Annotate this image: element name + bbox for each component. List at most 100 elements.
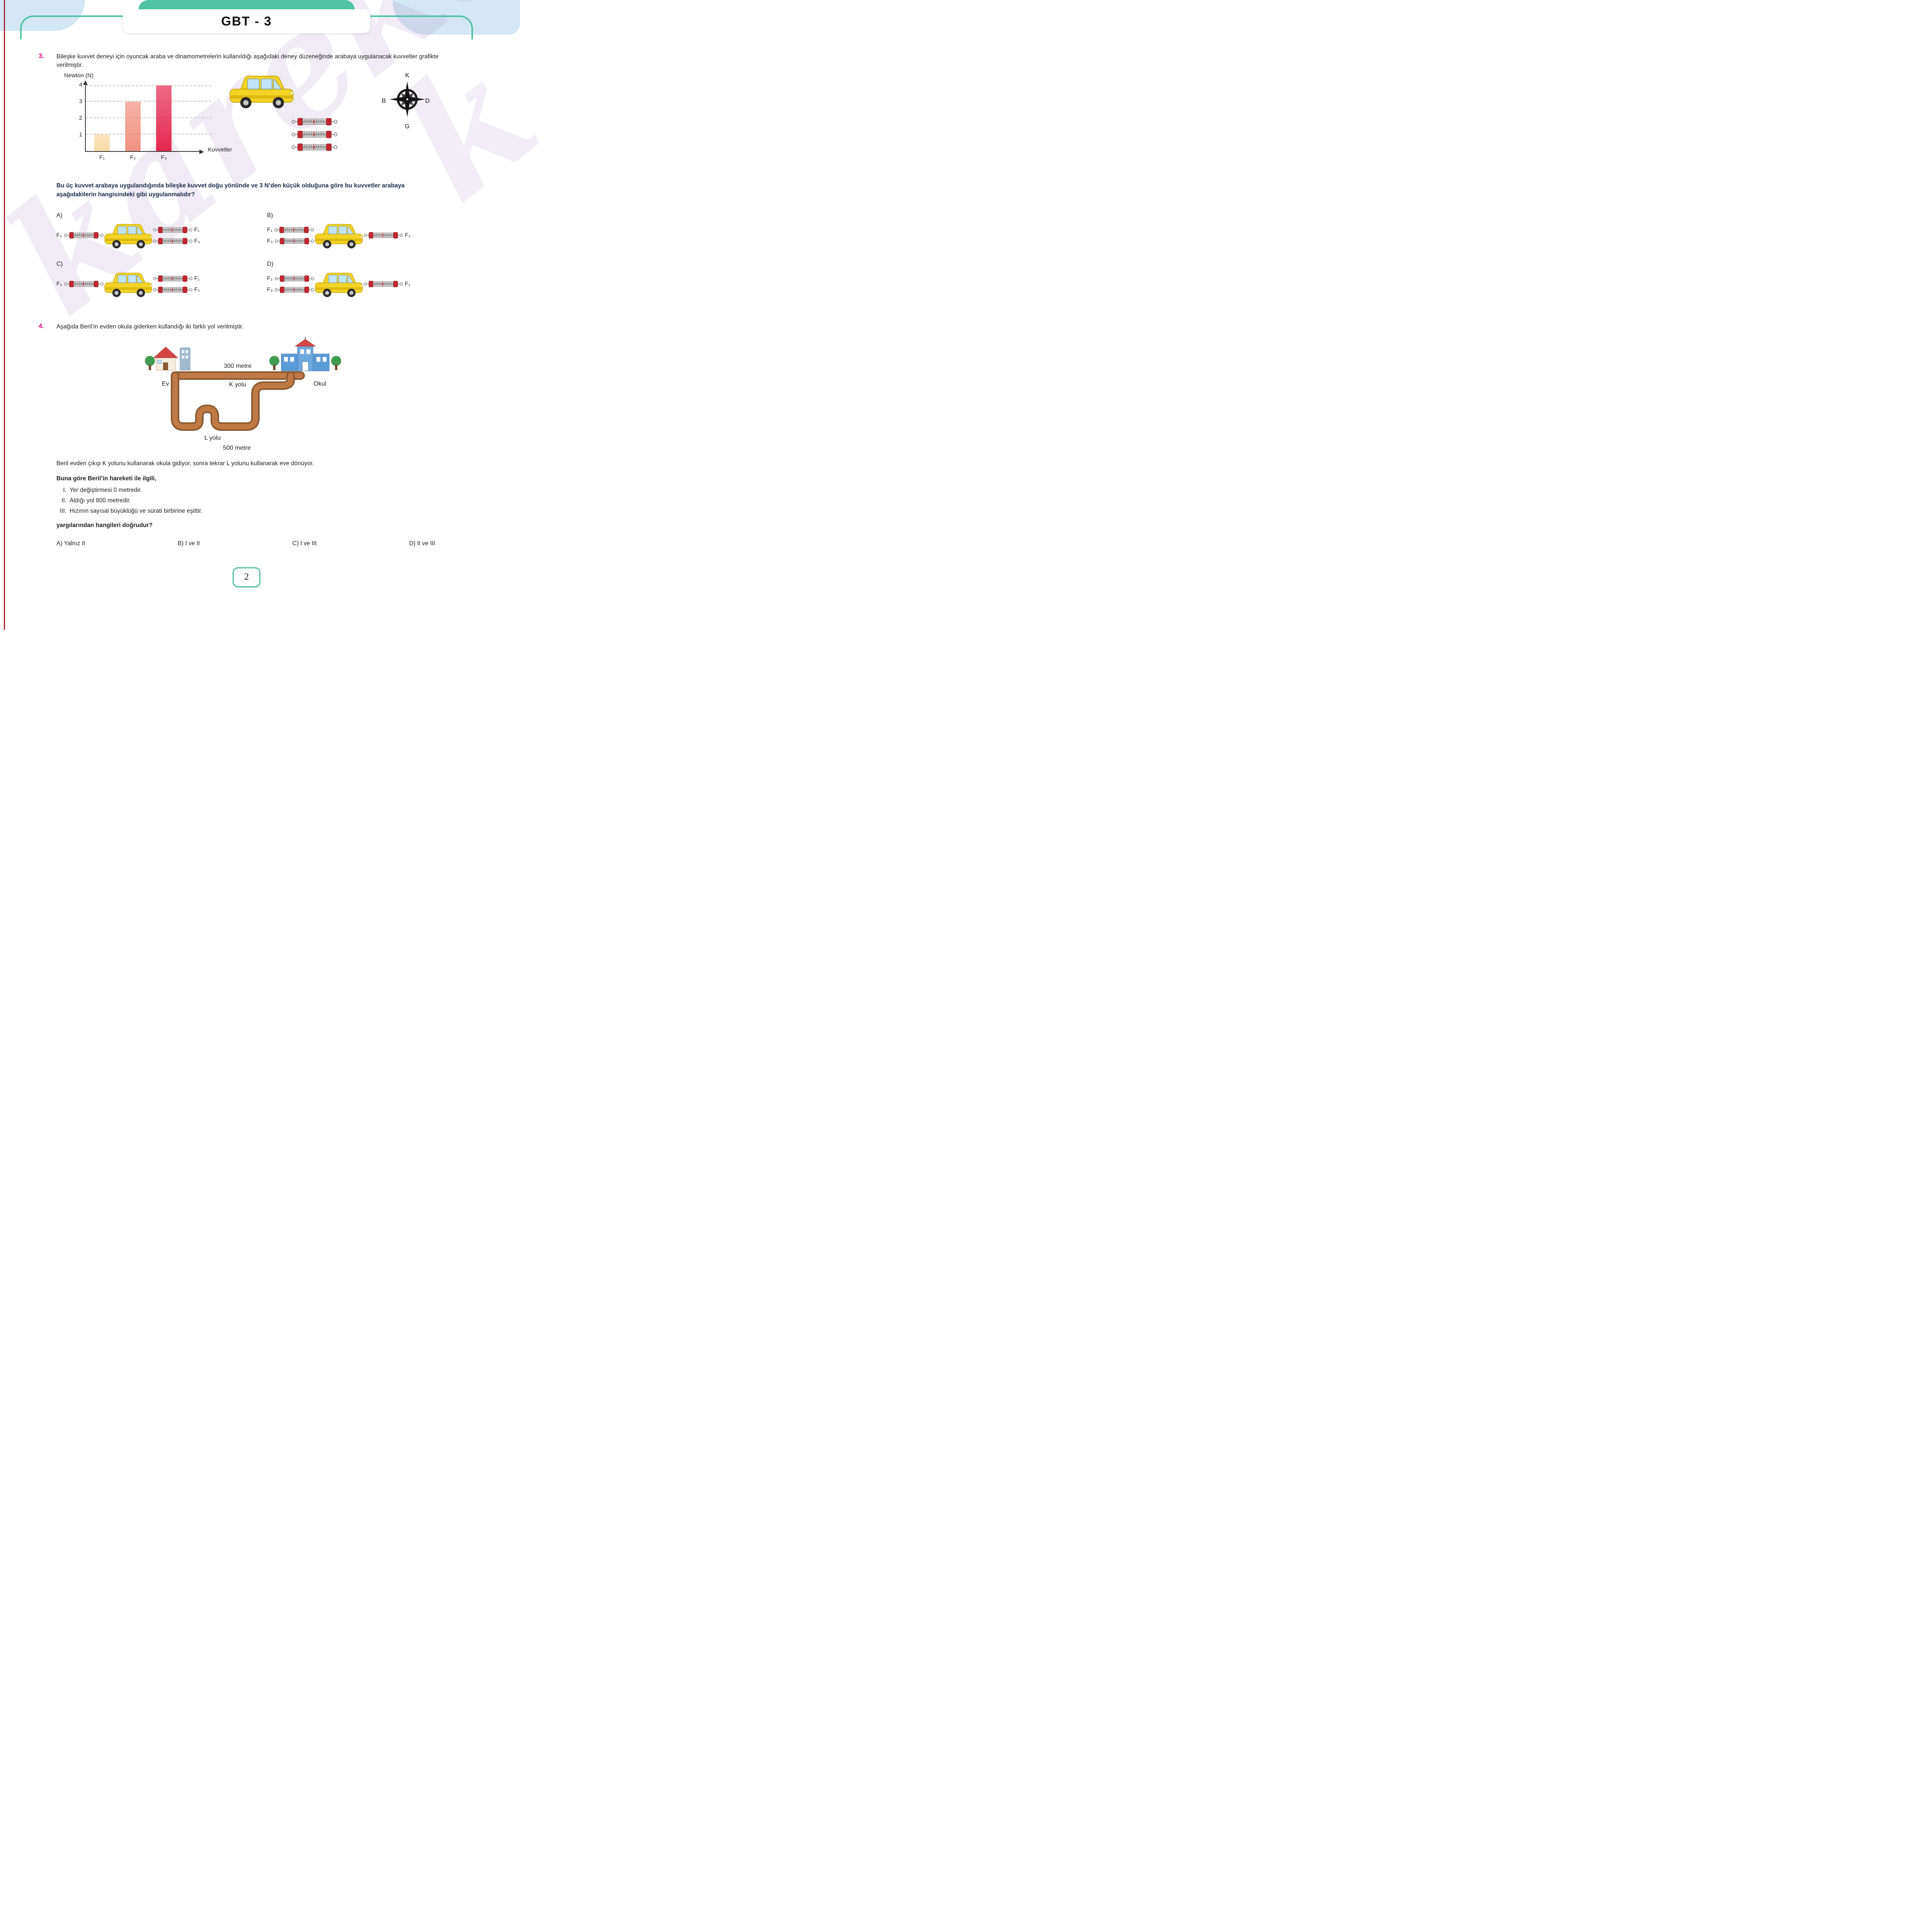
bar-f2	[125, 102, 141, 151]
question-3-options: A) F₂ F₁ F₃	[56, 212, 466, 298]
school-label: Okul	[314, 381, 327, 387]
compass-north-label: K	[405, 72, 410, 79]
apparatus-column	[224, 72, 367, 152]
force-label: F₂	[267, 275, 273, 282]
force-label: F₁	[267, 226, 272, 233]
dynamometer-icon	[64, 281, 104, 288]
force-label: F₂	[194, 286, 200, 293]
route-diagram: 300 metre K yolu Ev Okul L yolu 500 metr…	[138, 337, 355, 453]
question-3-number: 3.	[39, 53, 44, 60]
question-4-statements: I. Yer değiştirmesi 0 metredir. II. Aldı…	[56, 487, 443, 515]
y-tick-1: 1	[79, 131, 82, 138]
page-number-box: 2	[233, 567, 260, 587]
force-label: F₃	[56, 281, 62, 287]
toy-car-icon	[315, 224, 363, 249]
option-b-diagram: F₁ F₃ F₂	[267, 221, 466, 249]
option-a[interactable]: A) F₂ F₁ F₃	[56, 212, 255, 249]
toy-car-icon	[104, 273, 152, 298]
y-tick-3: 3	[79, 98, 82, 105]
question-4-number: 4.	[39, 323, 44, 330]
chart-plot-area: 4 3 2 1 F₁ F₂ F₃	[79, 80, 211, 161]
dynamometer-stack	[282, 117, 367, 152]
option-b-right-side: F₂	[363, 231, 410, 240]
toy-car-icon	[104, 224, 152, 249]
question-3-intro-row: 3. Bileşke kuvvet deneyi için oyuncak ar…	[39, 53, 439, 70]
option-d-diagram: F₂ F₃ F₁	[267, 270, 466, 298]
test-title-box: GBT - 3	[123, 9, 370, 33]
question-3-intro: Bileşke kuvvet deneyi için oyuncak araba…	[56, 53, 439, 69]
dynamometer-icon	[274, 238, 315, 245]
question-4-body: Beril evden çıkıp K yolunu kullanarak ok…	[56, 460, 314, 467]
choice-a[interactable]: A) Yalnız II	[56, 540, 85, 547]
statement-3: III. Hızının sayısal büyüklüğü ve sürati…	[56, 508, 443, 515]
dynamometer-icon	[64, 232, 104, 239]
route-map: 300 metre K yolu Ev Okul L yolu 500 metr…	[145, 337, 341, 451]
compass-west-label: B	[382, 97, 386, 104]
experiment-figure: Newton (N) 4 3 2 1 F₁ F₂ F₃ Kuvvetler	[58, 72, 447, 176]
dynamometer-icon	[291, 117, 338, 126]
choice-d[interactable]: D) II ve III	[409, 540, 435, 547]
compass-rose: K B D G	[382, 72, 433, 130]
question-3-stem: Bu üç kuvvet arabaya uygulandığında bile…	[56, 182, 405, 198]
statement-1: I. Yer değiştirmesi 0 metredir.	[56, 487, 443, 494]
option-c-diagram: F₃ F₁ F₂	[56, 270, 255, 298]
dynamometer-icon	[153, 226, 192, 233]
option-a-right-side: F₁ F₃	[153, 225, 200, 246]
statement-1-text: Yer değiştirmesi 0 metredir.	[70, 487, 142, 494]
dynamometer-icon	[291, 130, 338, 139]
force-label: F₁	[194, 275, 200, 282]
option-a-left-side: F₂	[56, 231, 104, 240]
dynamometer-icon	[363, 232, 403, 239]
option-d-right-side: F₁	[363, 279, 410, 289]
force-label: F₁	[405, 281, 410, 287]
option-d-left-side: F₂ F₃	[267, 274, 315, 294]
force-label: F₂	[56, 232, 62, 239]
dynamometer-icon	[274, 286, 315, 293]
force-bar-chart: Newton (N) 4 3 2 1 F₁ F₂ F₃ Kuvvetler	[58, 72, 232, 176]
option-c-letter: C)	[56, 261, 63, 268]
choice-c[interactable]: C) I ve III	[292, 540, 317, 547]
dynamometer-icon	[153, 286, 193, 293]
option-b[interactable]: B) F₁ F₃ F₂	[267, 212, 466, 249]
option-c-right-side: F₁ F₂	[153, 274, 200, 294]
toy-car-icon	[315, 273, 363, 298]
l-distance-label: 500 metre	[223, 445, 251, 451]
school-icon	[269, 337, 341, 371]
page-header: GBT - 3	[0, 0, 493, 46]
force-label: F₃	[267, 238, 273, 244]
y-tick-2: 2	[79, 114, 82, 121]
force-label: F₁	[194, 226, 200, 233]
compass-east-label: D	[425, 97, 430, 104]
y-tick-4: 4	[79, 81, 82, 88]
category-f2: F₂	[130, 154, 136, 161]
page-number: 2	[244, 572, 249, 582]
dynamometer-icon	[274, 226, 314, 233]
compass-rose-icon	[389, 81, 426, 118]
dynamometer-icon	[291, 143, 338, 151]
dynamometer-icon	[153, 275, 193, 282]
category-f1: F₁	[99, 154, 105, 161]
chart-y-axis-title: Newton (N)	[64, 72, 94, 79]
decor-blob-top-right	[393, 0, 520, 35]
statement-1-numeral: I.	[63, 487, 66, 494]
statement-2: II. Aldığı yol 800 metredir.	[56, 497, 443, 504]
choice-b[interactable]: B) I ve II	[177, 540, 200, 547]
option-a-letter: A)	[56, 212, 63, 219]
dynamometer-icon	[363, 281, 403, 288]
k-road-label: K yolu	[229, 381, 246, 388]
option-b-left-side: F₁ F₃	[267, 225, 315, 246]
statement-3-text: Hızının sayısal büyüklüğü ve sürati birb…	[70, 508, 202, 515]
gridline-4	[86, 85, 211, 86]
statement-2-text: Aldığı yol 800 metredir.	[70, 497, 131, 504]
option-b-letter: B)	[267, 212, 273, 219]
option-d[interactable]: D) F₂ F₃ F₁	[267, 261, 466, 298]
test-title: GBT - 3	[221, 14, 272, 28]
bar-f3	[156, 85, 172, 151]
dynamometer-icon	[274, 275, 314, 282]
x-axis-extension	[181, 151, 200, 152]
page-edge-rule	[4, 0, 5, 630]
dynamometer-icon	[153, 238, 192, 245]
force-label: F₃	[267, 286, 273, 293]
question-4-lead: Buna göre Beril’in hareketi ile ilgili,	[56, 475, 156, 482]
option-c[interactable]: C) F₃ F₁ F₂	[56, 261, 255, 298]
